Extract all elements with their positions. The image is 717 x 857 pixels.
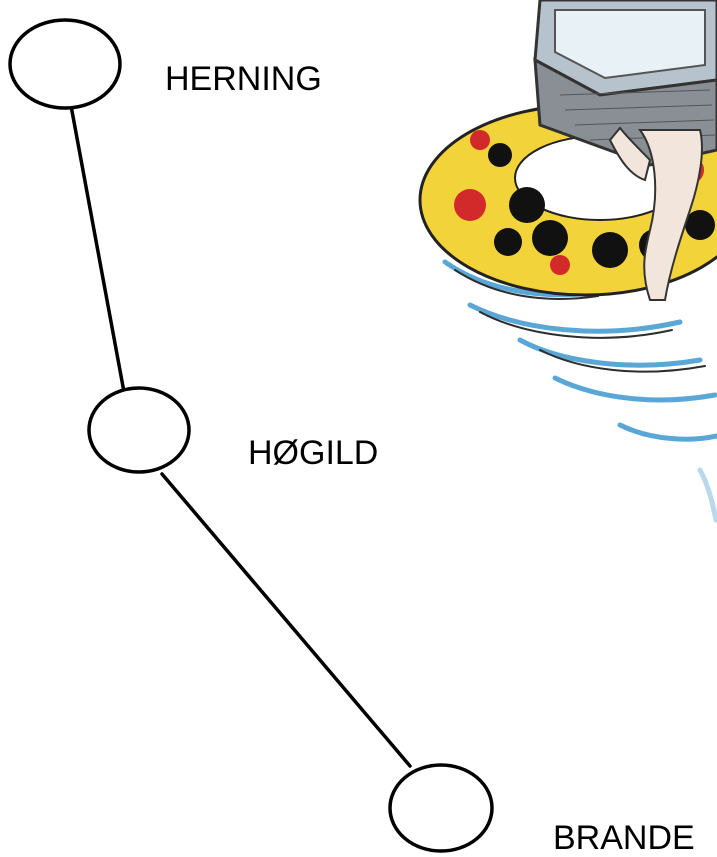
stop-marker-herning	[10, 20, 120, 108]
stop-label-herning: HERNING	[165, 62, 322, 96]
stop-label-brande: BRANDE	[553, 821, 695, 855]
water-splash-icon	[445, 262, 717, 520]
route-line-hogild-brande	[162, 474, 410, 766]
route-line-herning-hogild	[67, 84, 124, 392]
stop-label-hogild: HØGILD	[248, 436, 378, 470]
laptop-swim-ring-illustration	[420, 0, 717, 520]
stop-marker-hogild	[89, 388, 189, 472]
stop-marker-brande	[390, 765, 492, 851]
